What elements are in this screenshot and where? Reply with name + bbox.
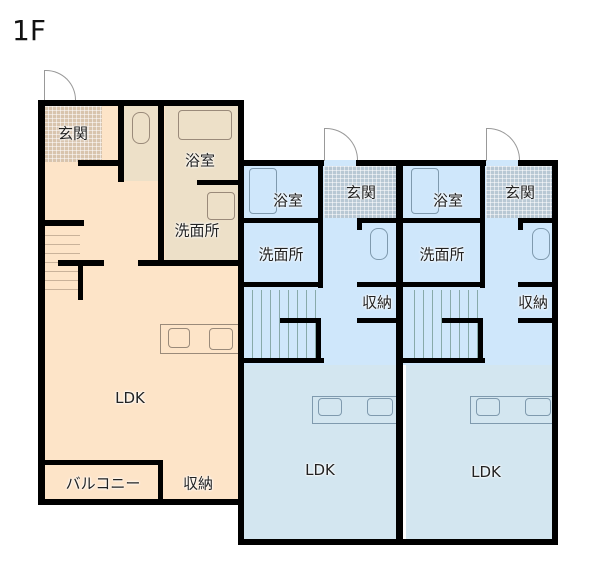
bathtub-icon: [249, 168, 277, 214]
wall: [158, 100, 164, 260]
unit-a-ldk-label: LDK: [115, 389, 145, 407]
toilet-icon: [532, 228, 550, 260]
wall: [403, 218, 483, 223]
wall: [518, 218, 523, 230]
wall: [244, 358, 324, 363]
unit-b-bath-label: 浴室: [272, 191, 304, 210]
wall: [518, 160, 558, 166]
unit-c-ldk-label: LDK: [471, 463, 501, 481]
bathtub-icon: [411, 168, 439, 214]
unit-b-storage-label: 収納: [361, 293, 393, 312]
wall: [38, 100, 244, 106]
wall: [238, 100, 244, 166]
wall: [78, 260, 83, 300]
unit-c-storage-label: 収納: [517, 293, 549, 312]
wall: [244, 218, 320, 223]
wall: [396, 160, 403, 545]
wall: [403, 282, 483, 287]
wall: [356, 160, 486, 166]
toilet-icon: [132, 112, 150, 144]
wall: [44, 460, 162, 465]
stove-icon: [318, 398, 342, 416]
unit-a-balcony-label: バルコニー: [65, 474, 141, 493]
stove-icon: [168, 328, 190, 348]
unit-a-bath-label: 浴室: [184, 151, 216, 170]
wall: [118, 100, 124, 182]
unit-a-genkan-floor: [44, 106, 102, 162]
wall: [38, 499, 244, 505]
wall: [357, 318, 397, 323]
unit-a-storage-label: 収納: [182, 474, 214, 493]
unit-c-stairs: [406, 290, 482, 358]
unit-c-ldk: [406, 365, 552, 540]
kitchen-sink-icon: [525, 398, 551, 416]
unit-a-washroom-label: 洗面所: [174, 221, 220, 240]
wall: [357, 218, 362, 230]
wall: [518, 282, 554, 287]
unit-c-genkan-floor: [486, 166, 552, 218]
wall: [518, 218, 554, 223]
unit-b-genkan-floor: [324, 166, 396, 218]
entrance-door: [486, 128, 520, 161]
wall: [78, 160, 124, 166]
wall: [44, 220, 84, 226]
sink-icon: [207, 192, 235, 220]
wall: [280, 318, 320, 323]
unit-b-stairs: [244, 290, 320, 358]
unit-a-genkan-label: 玄関: [57, 124, 89, 143]
wall: [318, 160, 323, 288]
wall: [357, 282, 397, 287]
wall: [403, 358, 485, 363]
wall: [478, 318, 483, 358]
wall: [480, 160, 485, 288]
unit-c-genkan-label: 玄関: [504, 183, 536, 202]
toilet-icon: [370, 228, 388, 260]
unit-c-washroom-label: 洗面所: [419, 245, 465, 264]
unit-b-ldk: [244, 365, 396, 540]
unit-b-genkan-label: 玄関: [345, 183, 377, 202]
kitchen-sink-icon: [209, 328, 233, 350]
wall: [316, 318, 321, 358]
wall: [552, 160, 558, 545]
wall: [244, 282, 320, 287]
wall: [197, 180, 238, 185]
unit-b-washroom-label: 洗面所: [258, 245, 304, 264]
wall: [238, 160, 244, 545]
wall: [357, 218, 397, 223]
floor-label: 1F: [12, 14, 46, 47]
bathtub-icon: [178, 110, 232, 140]
unit-c-bath-label: 浴室: [432, 191, 464, 210]
wall: [442, 318, 482, 323]
stove-icon: [476, 398, 500, 416]
kitchen-sink-icon: [367, 398, 393, 416]
entrance-door: [324, 128, 358, 161]
unit-b-ldk-label: LDK: [305, 461, 335, 479]
wall: [238, 160, 324, 166]
wall: [38, 100, 45, 505]
entrance-door: [44, 70, 76, 101]
wall: [138, 260, 238, 266]
wall: [158, 460, 163, 502]
wall: [518, 318, 554, 323]
